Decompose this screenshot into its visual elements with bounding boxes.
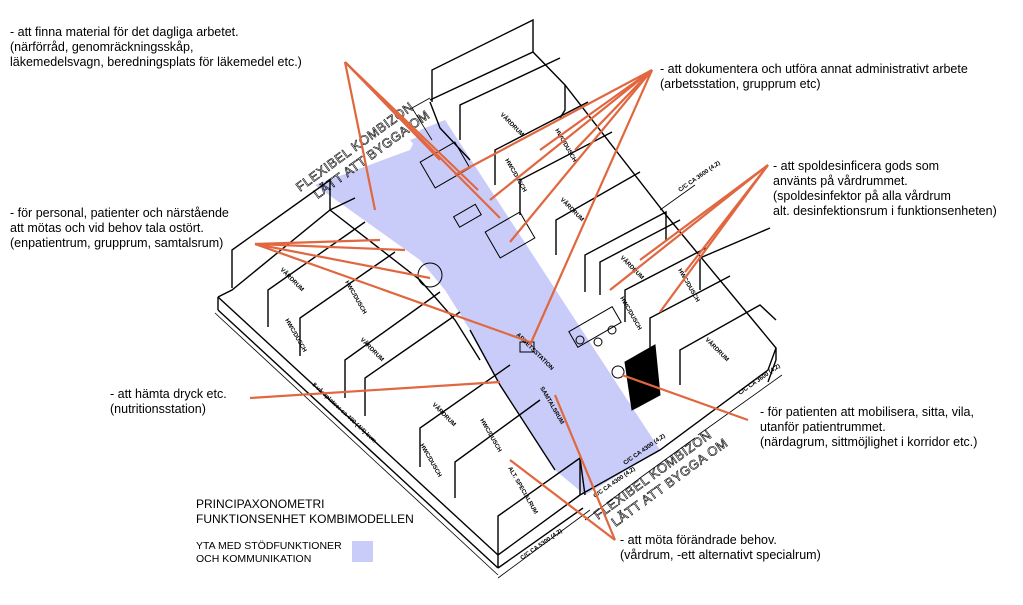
legend-swatch [352,541,373,562]
annotation-mobilisera: - för patienten att mobilisera, sitta, v… [760,405,978,449]
room-label-vardrum: VÅRDRUM [559,196,586,223]
leader-lines [249,61,769,541]
room-label-hwc: HWC/DUSCH [503,158,527,193]
annotation-dokumentera: - att dokumentera och utföra annat admin… [660,62,968,91]
room-label-vardrum: VÅRDRUM [499,111,526,138]
room-label-hwc: HWC/DUSCH [283,318,307,353]
annotation-personal: - för personal, patienter och närstående… [10,206,229,250]
annotation-dryck: - att hämta dryck etc. (nutritionsstatio… [110,387,227,416]
dim-label: C/C CA 3600 (4,2) [678,160,722,193]
room-label-vardrum: VÅRDRUM [704,336,731,363]
room-label-hwc: HWC/DUSCH [418,443,442,478]
room-label-hwc: HWC/DUSCH [343,280,367,315]
annotation-material: - att finna material för det dagliga arb… [10,25,302,69]
dim-label: C/C CA 5300 (4,2) [520,528,564,561]
room-label-hwc: HWC/DUSCH [478,418,502,453]
building-outline [214,18,783,579]
legend-text: YTA MED STÖDFUNKTIONER OCH KOMMUNIKATION [196,540,342,565]
annotation-spoldesinficera: - att spoldesinficera gods som använts p… [773,159,997,218]
room-label-hwc: HWC/DUSCH [618,296,642,331]
annotation-behov: - att möta förändrade behov. (vårdrum, -… [620,533,821,562]
diagram-title: PRINCIPAXONOMETRI FUNKTIONSENHET KOMBIMO… [196,497,414,526]
support-zone [315,120,660,495]
